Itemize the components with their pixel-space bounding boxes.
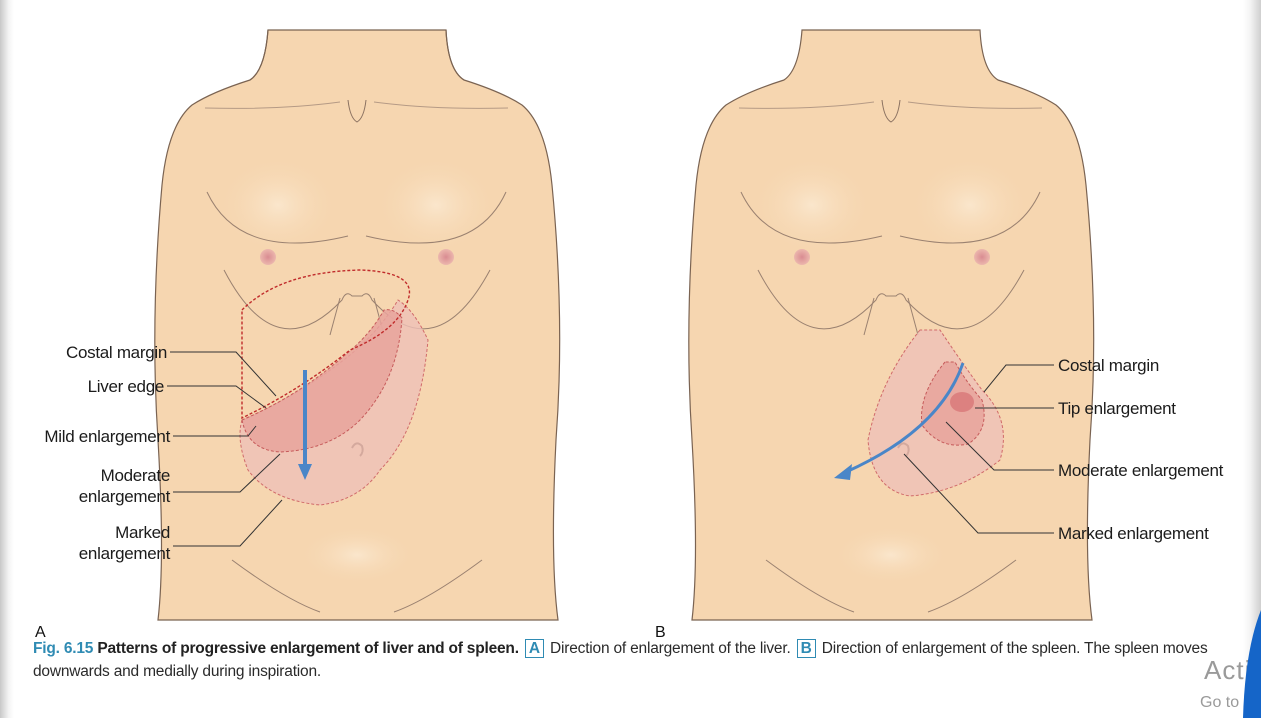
label-a-moderate-line1: Moderate	[101, 466, 170, 486]
caption-box-b: B	[797, 639, 816, 658]
label-a-costal-margin: Costal margin	[66, 343, 167, 363]
label-a-moderate-line2: enlargement	[79, 487, 170, 507]
caption-figure-number: Fig. 6.15	[33, 640, 93, 657]
label-a-marked-line1: Marked	[115, 523, 170, 543]
label-b-costal-margin: Costal margin	[1058, 356, 1159, 376]
label-a-liver-edge: Liver edge	[88, 377, 164, 397]
torso-a	[155, 30, 560, 620]
label-a-marked-line2: enlargement	[79, 544, 170, 564]
blue-corner-shape	[1241, 610, 1261, 718]
activate-windows-subtext: Go to	[1200, 694, 1239, 712]
torso-b	[689, 30, 1094, 620]
label-b-moderate-enlargement: Moderate enlargement	[1058, 461, 1223, 481]
caption-text-a: Direction of enlargement of the liver.	[550, 640, 791, 657]
label-b-tip-enlargement: Tip enlargement	[1058, 399, 1176, 419]
figure-caption: Fig. 6.15 Patterns of progressive enlarg…	[33, 637, 1218, 683]
label-b-marked-enlargement: Marked enlargement	[1058, 524, 1209, 544]
caption-box-a: A	[525, 639, 544, 658]
label-a-mild-enlargement: Mild enlargement	[44, 427, 170, 447]
caption-title: Patterns of progressive enlargement of l…	[97, 640, 518, 657]
